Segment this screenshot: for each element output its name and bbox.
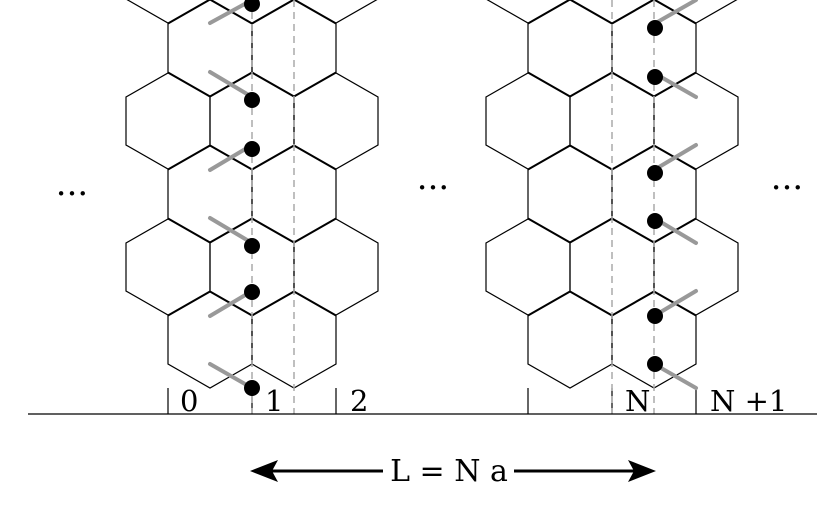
lattice-site [244,238,260,254]
length-label: L = N a [390,454,508,489]
ellipsis-middle: ··· [417,168,449,208]
highlighted-bond [652,0,698,26]
column-label-0: 0 [180,384,198,418]
hexagon-cell [485,218,571,316]
hexagon-cell [486,0,570,24]
hexagon-cell [125,72,211,170]
hexagon-cell [654,0,738,24]
hexagon-cell [294,0,378,24]
hexagon-cell [126,0,210,24]
hexagon-cell [167,145,253,243]
highlighted-bond [652,143,698,172]
length-arrow [250,460,656,482]
hexagon-cell [293,72,379,170]
highlighted-bond [208,362,254,390]
lattice-site [647,308,663,324]
hexagon-cell [293,218,379,316]
hexagon-cell [527,291,613,389]
highlighted-bond [208,216,254,245]
ellipsis-left: ··· [56,174,88,214]
highlighted-bonds [208,0,698,390]
highlighted-bond [208,70,254,99]
lattice-site [647,356,663,372]
hexagon-cell [485,72,571,170]
arrow-right-head [628,460,656,482]
lattice-site [647,213,663,229]
lattice-site [647,165,663,181]
ellipsis-right: ··· [771,168,803,208]
column-label-1: 1 [265,384,283,418]
arrow-left-head [250,460,278,482]
column-label-2: 2 [350,384,368,418]
lattice-site [647,20,663,36]
lattice-site [244,0,260,12]
hexagon-cell [167,0,253,97]
column-label-N: N [625,384,650,418]
hexagon-cell [653,218,739,316]
hexagon-cell [125,218,211,316]
lattice-site [647,69,663,85]
column-label-N-plus-1: N +1 [710,384,787,418]
lattice-site [244,141,260,157]
lattice-site [244,284,260,300]
lattice-site [244,380,260,396]
guide-lines [251,0,655,414]
hexagon-cell [527,145,613,243]
edge-sites [244,0,663,396]
hexagon-cell [653,72,739,170]
hexagon-cell [527,0,613,97]
lattice-site [244,92,260,108]
hexagon-cell [167,291,253,389]
